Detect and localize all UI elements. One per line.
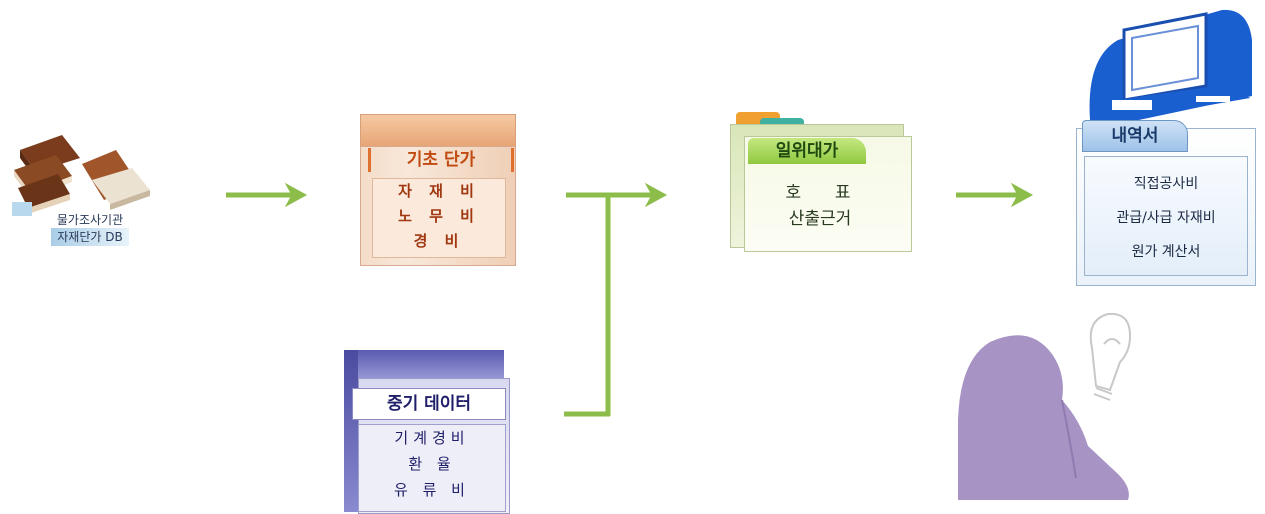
base-price-title: 기초 단가 [368,148,514,172]
statement-title: 내역서 [1082,120,1188,152]
lightbulb-icon [1089,312,1132,401]
statement-panel: 내역서 직접공사비 관급/사급 자재비 원가 계산서 [1076,112,1256,286]
books-icon [12,135,150,216]
list-item: 노 무 비 [398,207,480,225]
list-item: 관급/사급 자재비 [1116,210,1216,226]
equipment-data-box: 중기 데이터 기계경비 환 율 유 류 비 [344,350,512,514]
list-item: 원가 계산서 [1131,244,1201,260]
list-item: 유 류 비 [394,481,470,499]
source-db-label: 물가조사기관 자재단가 DB [6,212,174,246]
list-item: 경 비 [413,232,465,250]
unit-price-title: 일위대가 [748,138,866,164]
list-item: 기계경비 [394,429,470,447]
equipment-data-title: 중기 데이터 [352,388,506,420]
statement-list: 직접공사비 관급/사급 자재비 원가 계산서 [1084,156,1248,276]
list-item: 자 재 비 [398,182,480,200]
base-price-list: 자 재 비 노 무 비 경 비 [372,178,506,258]
unit-price-line1: 호 표 [785,183,855,203]
equipment-data-list: 기계경비 환 율 유 류 비 [358,424,506,512]
base-price-box: 기초 단가 자 재 비 노 무 비 경 비 [360,114,516,266]
list-item: 직접공사비 [1133,176,1199,192]
computer-icon [1089,9,1252,124]
unit-price-folder: 일위대가 호 표 산출근거 [730,112,912,252]
unit-price-line2: 산출근거 [788,209,852,229]
arrow-connectors [226,182,1034,417]
person-silhouette-icon [958,335,1129,500]
list-item: 환 율 [408,455,456,473]
source-db-line2: 자재단가 DB [51,228,129,246]
source-db-line1: 물가조사기관 [56,213,124,227]
